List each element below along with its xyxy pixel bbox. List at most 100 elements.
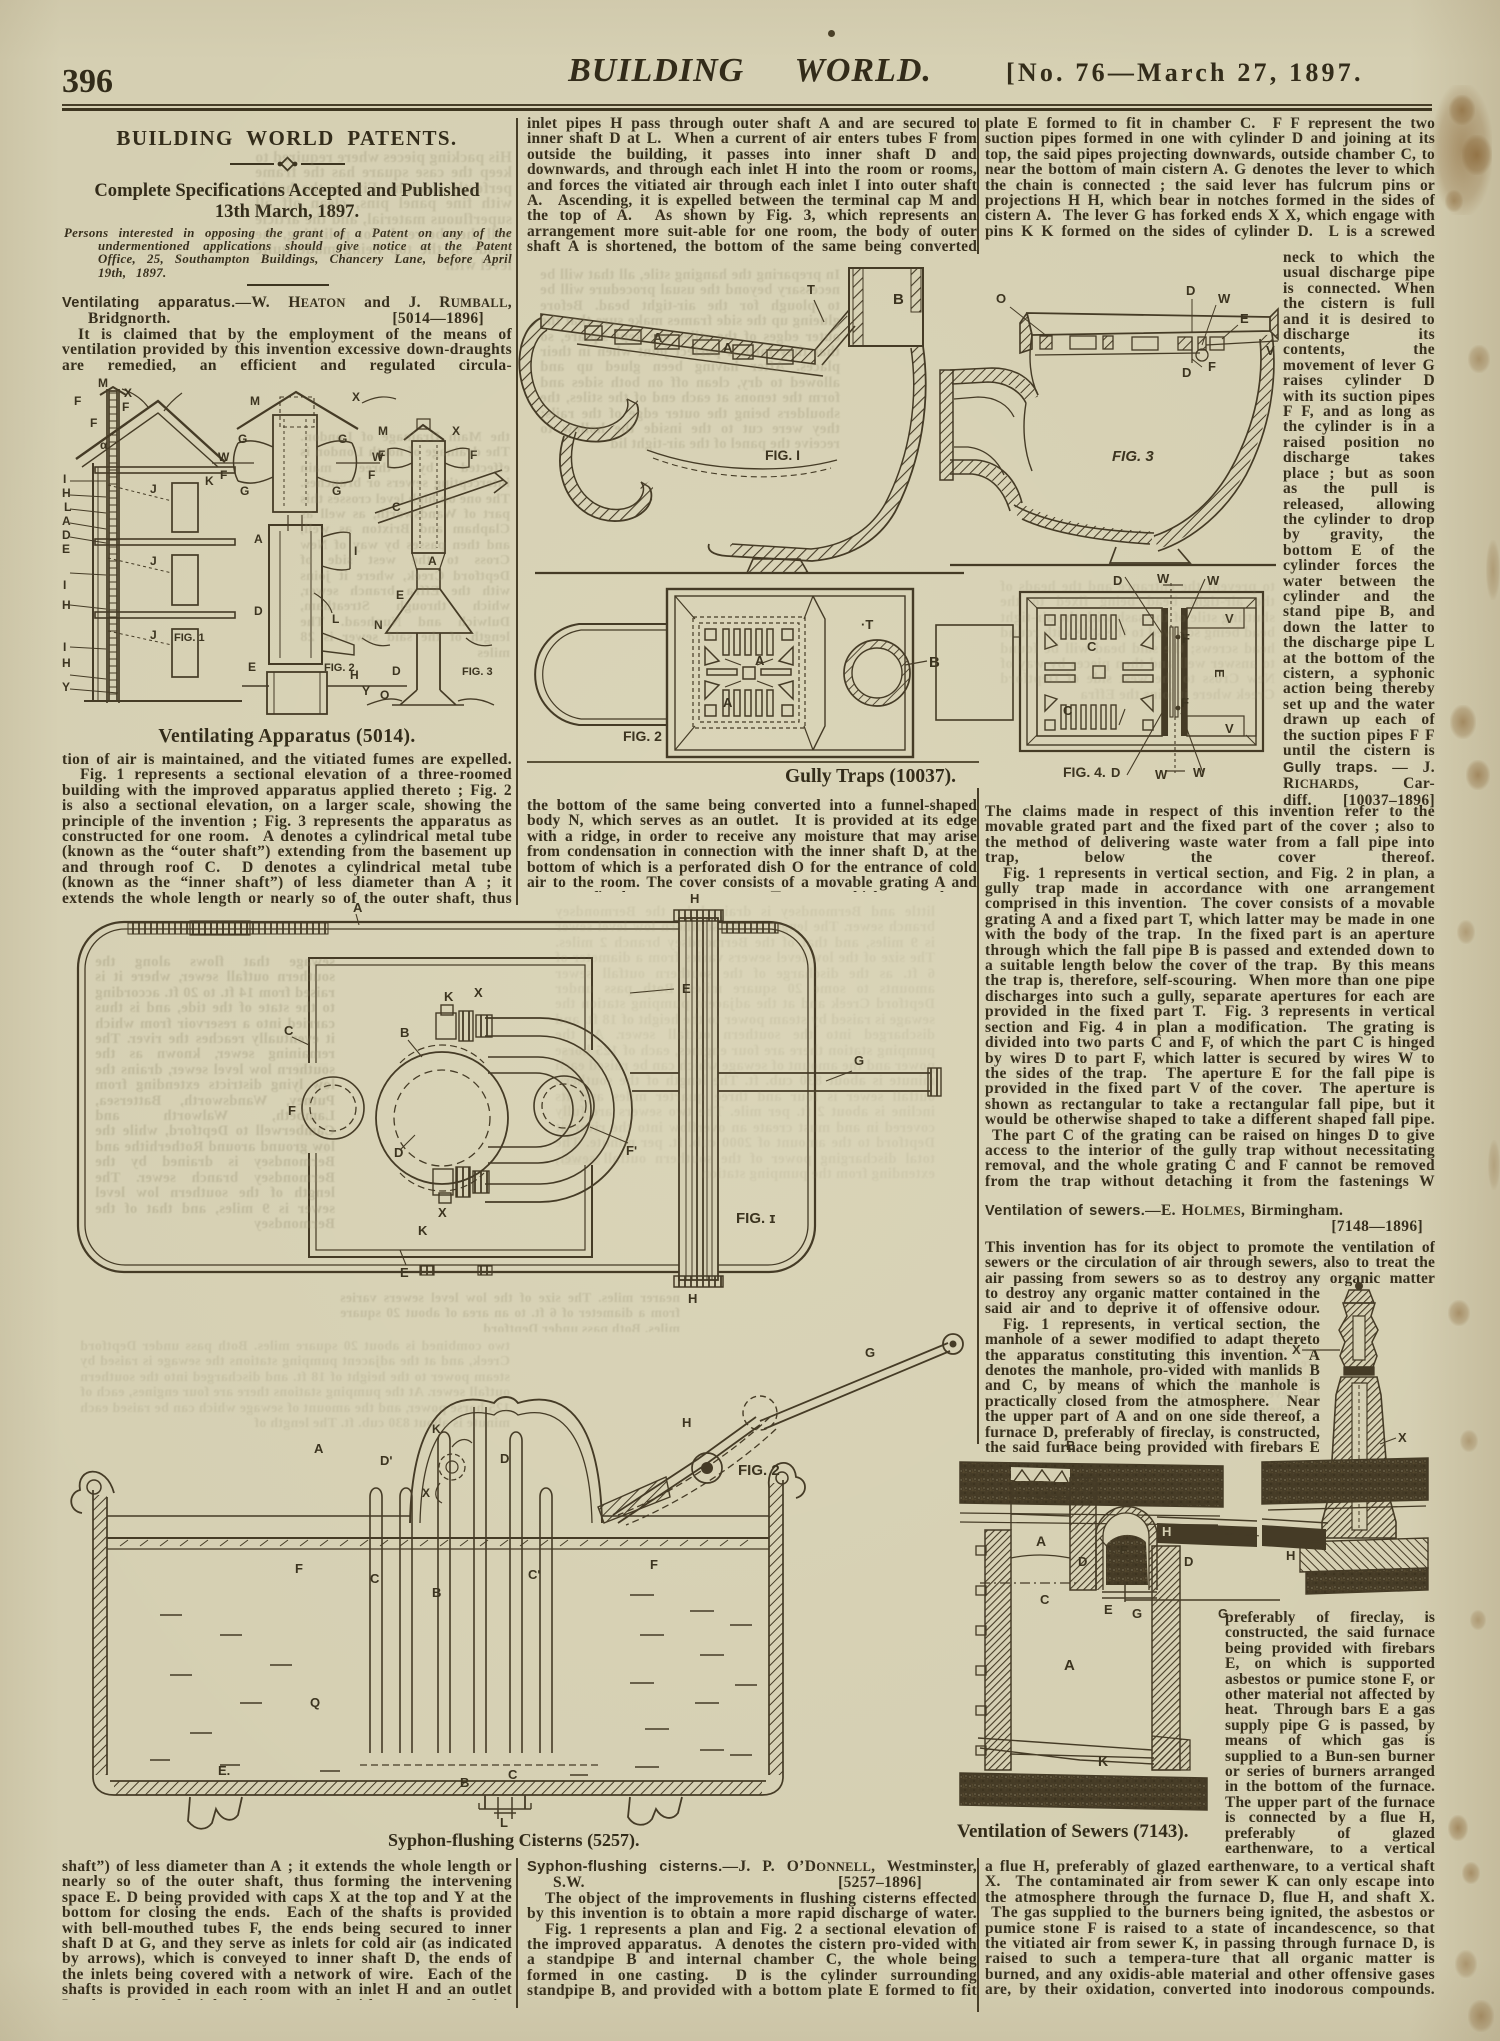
svg-text:X: X (124, 386, 132, 400)
svg-text:E: E (1212, 669, 1227, 678)
svg-text:A: A (428, 554, 437, 568)
svg-text:E.: E. (218, 1763, 230, 1778)
svg-text:C: C (1087, 639, 1097, 654)
svg-text:A: A (755, 653, 765, 668)
svg-text:I: I (63, 472, 66, 486)
svg-text:G: G (338, 432, 347, 446)
svg-text:X: X (474, 985, 483, 1000)
svg-text:Y: Y (362, 684, 370, 698)
svg-text:G: G (1218, 1606, 1228, 1621)
svg-text:G: G (865, 1345, 875, 1360)
svg-text:V: V (1225, 721, 1234, 736)
svg-text:B: B (1066, 1438, 1075, 1453)
svg-text:Cʹ: Cʹ (528, 1567, 540, 1582)
svg-text:F: F (295, 1561, 303, 1576)
svg-text:F: F (1181, 695, 1189, 710)
svg-text:F: F (74, 394, 81, 408)
svg-text:H: H (62, 598, 71, 612)
svg-text:A: A (314, 1441, 324, 1456)
svg-text:D: D (1186, 283, 1195, 298)
svg-text:A: A (353, 900, 363, 915)
svg-text:A: A (1036, 1533, 1046, 1549)
svg-text:F​IG. 3: F​IG. 3 (1112, 448, 1154, 465)
svg-text:G: G (854, 1053, 864, 1068)
svg-text:X: X (438, 1205, 447, 1220)
svg-text:F: F (220, 468, 227, 482)
svg-text:F: F (378, 448, 385, 462)
svg-text:W: W (1193, 765, 1206, 780)
svg-text:H: H (62, 656, 71, 670)
svg-text:L: L (64, 500, 71, 514)
svg-text:B: B (432, 1585, 441, 1600)
svg-text:M: M (378, 424, 388, 438)
svg-text:E: E (1104, 1602, 1113, 1617)
svg-text:FIG. 1: FIG. 1 (174, 632, 205, 644)
svg-text:F: F (1208, 359, 1216, 374)
svg-text:W: W (1207, 573, 1220, 588)
svg-text:D: D (254, 604, 263, 618)
svg-text:E: E (62, 542, 70, 556)
svg-text:E: E (396, 588, 404, 602)
svg-text:G: G (1132, 1606, 1142, 1621)
svg-text:J: J (150, 482, 157, 496)
svg-text:F: F (368, 468, 375, 482)
svg-text:E: E (1240, 311, 1249, 326)
svg-text:D: D (500, 1451, 509, 1466)
svg-text:K: K (205, 474, 214, 488)
svg-text:G: G (238, 432, 247, 446)
svg-text:X: X (1292, 1342, 1301, 1357)
svg-text:Y: Y (62, 680, 70, 694)
svg-text:J: J (150, 554, 157, 568)
svg-text:D: D (392, 664, 401, 678)
svg-text:F: F (288, 1103, 296, 1118)
svg-text:F​IG. 2: F​IG. 2 (738, 1462, 780, 1479)
svg-text:H: H (690, 891, 699, 906)
svg-text:A: A (723, 340, 733, 355)
svg-text:L: L (332, 612, 339, 626)
svg-text:D: D (1184, 1554, 1193, 1569)
svg-text:D: D (394, 1145, 403, 1160)
svg-text:α: α (100, 438, 108, 452)
svg-text:C: C (284, 1023, 294, 1038)
svg-text:V: V (1266, 343, 1275, 358)
svg-text:F: F (90, 416, 97, 430)
svg-text:X: X (352, 390, 360, 404)
svg-text:F: F (122, 400, 129, 414)
svg-text:H: H (1286, 1548, 1295, 1563)
svg-text:H: H (350, 668, 359, 682)
svg-text:E: E (400, 1265, 409, 1280)
svg-text:M: M (250, 394, 260, 408)
svg-text:K: K (1098, 1753, 1108, 1769)
svg-text:F​IG. ɪ: F​IG. ɪ (736, 1210, 775, 1227)
svg-text:B: B (929, 654, 940, 671)
svg-text:D: D (62, 528, 71, 542)
svg-text:G: G (240, 484, 249, 498)
svg-text:I: I (63, 578, 66, 592)
svg-text:H: H (688, 1291, 697, 1306)
svg-text:K: K (418, 1223, 428, 1238)
svg-text:A: A (1064, 1657, 1075, 1674)
svg-text:A: A (723, 695, 733, 710)
svg-text:Fʹ: Fʹ (626, 1143, 637, 1158)
svg-text:D: D (1078, 1554, 1087, 1569)
svg-text:A: A (254, 532, 263, 546)
svg-text:D: D (1113, 573, 1122, 588)
svg-text:W: W (218, 450, 230, 464)
svg-text:FIG. 3: FIG. 3 (462, 666, 493, 678)
svg-text:V: V (1225, 611, 1234, 626)
svg-text:F​IG. 2: F​IG. 2 (623, 728, 662, 744)
svg-text:G: G (332, 484, 341, 498)
svg-text:·T: ·T (861, 617, 873, 632)
svg-text:W: W (372, 450, 384, 464)
svg-text:C: C (392, 500, 401, 514)
svg-text:M: M (98, 376, 108, 390)
svg-text:F​IG. I: F​IG. I (765, 447, 800, 463)
svg-text:C: C (370, 1571, 380, 1586)
svg-text:W: W (1155, 767, 1168, 782)
svg-text:W: W (1157, 571, 1170, 586)
svg-text:A: A (62, 514, 71, 528)
svg-text:W: W (1218, 291, 1231, 306)
svg-text:C: C (1040, 1592, 1050, 1607)
svg-text:K: K (444, 989, 454, 1004)
svg-text:B: B (400, 1025, 409, 1040)
